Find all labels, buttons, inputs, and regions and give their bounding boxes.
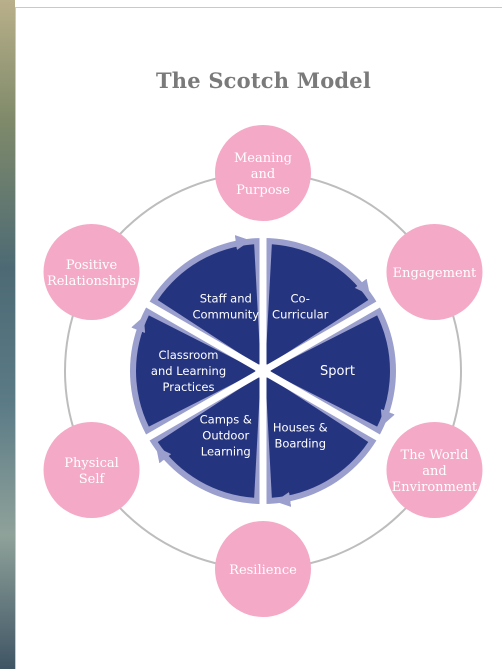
- cycle-arrow: [130, 316, 146, 421]
- outer-node-label: The World: [401, 448, 469, 463]
- outer-node-label: Meaning: [234, 151, 292, 166]
- segment-divider: [144, 300, 265, 375]
- outer-node-circle: [386, 224, 483, 320]
- outer-node-label: Resilience: [229, 563, 297, 578]
- cycle-arrow: [380, 321, 396, 426]
- inner-segment-label: Staff and: [200, 291, 252, 305]
- outer-node-circle: [43, 422, 140, 518]
- cycle-arrow: [158, 235, 251, 292]
- inner-segment: [136, 315, 256, 427]
- inner-segment-label: Classroom: [159, 348, 219, 362]
- outer-node-label: Physical: [64, 456, 118, 471]
- inner-segment-label: Co-: [291, 291, 310, 305]
- cycle-arrow: [156, 446, 245, 503]
- inner-segment: [157, 376, 261, 498]
- segment-divider: [261, 367, 382, 442]
- inner-segment-label: Learning: [201, 445, 251, 459]
- outer-node-circle: [215, 521, 311, 617]
- inner-segment-label: Practices: [163, 380, 215, 394]
- outer-node-circle: [215, 125, 311, 221]
- outer-node-label: Self: [79, 472, 106, 487]
- inner-segment-label: Outdoor: [202, 429, 249, 443]
- outer-node-label: and: [422, 464, 446, 479]
- outer-node-label: Positive: [66, 258, 118, 273]
- diagram-title: The Scotch Model: [155, 68, 372, 93]
- inner-segment: [265, 244, 369, 366]
- outer-node-label: Environment: [392, 480, 478, 495]
- cycle-arrow: [275, 450, 368, 507]
- outer-node-label: and: [251, 167, 275, 182]
- inner-segment: [265, 376, 369, 498]
- inner-segment-label: Community: [192, 307, 259, 321]
- inner-segment-label: Curricular: [272, 307, 329, 321]
- background-photo-strip: [0, 0, 15, 669]
- cycle-arrow: [281, 239, 370, 296]
- segment-divider: [261, 300, 382, 375]
- inner-segment-label: Sport: [320, 364, 355, 379]
- inner-segment-label: Camps &: [200, 413, 252, 427]
- outer-node-label: Relationships: [47, 274, 136, 289]
- outer-node-label: Purpose: [236, 183, 290, 198]
- inner-segment-label: and Learning: [151, 364, 226, 378]
- inner-segment: [270, 315, 390, 427]
- inner-segment-label: Houses &: [273, 421, 328, 435]
- outer-node-circle: [386, 422, 483, 518]
- outer-node-label: Engagement: [393, 266, 477, 281]
- outer-node-circle: [43, 224, 140, 320]
- inner-segment-label: Boarding: [274, 437, 326, 451]
- segment-divider: [144, 367, 265, 442]
- inner-segment: [157, 244, 261, 366]
